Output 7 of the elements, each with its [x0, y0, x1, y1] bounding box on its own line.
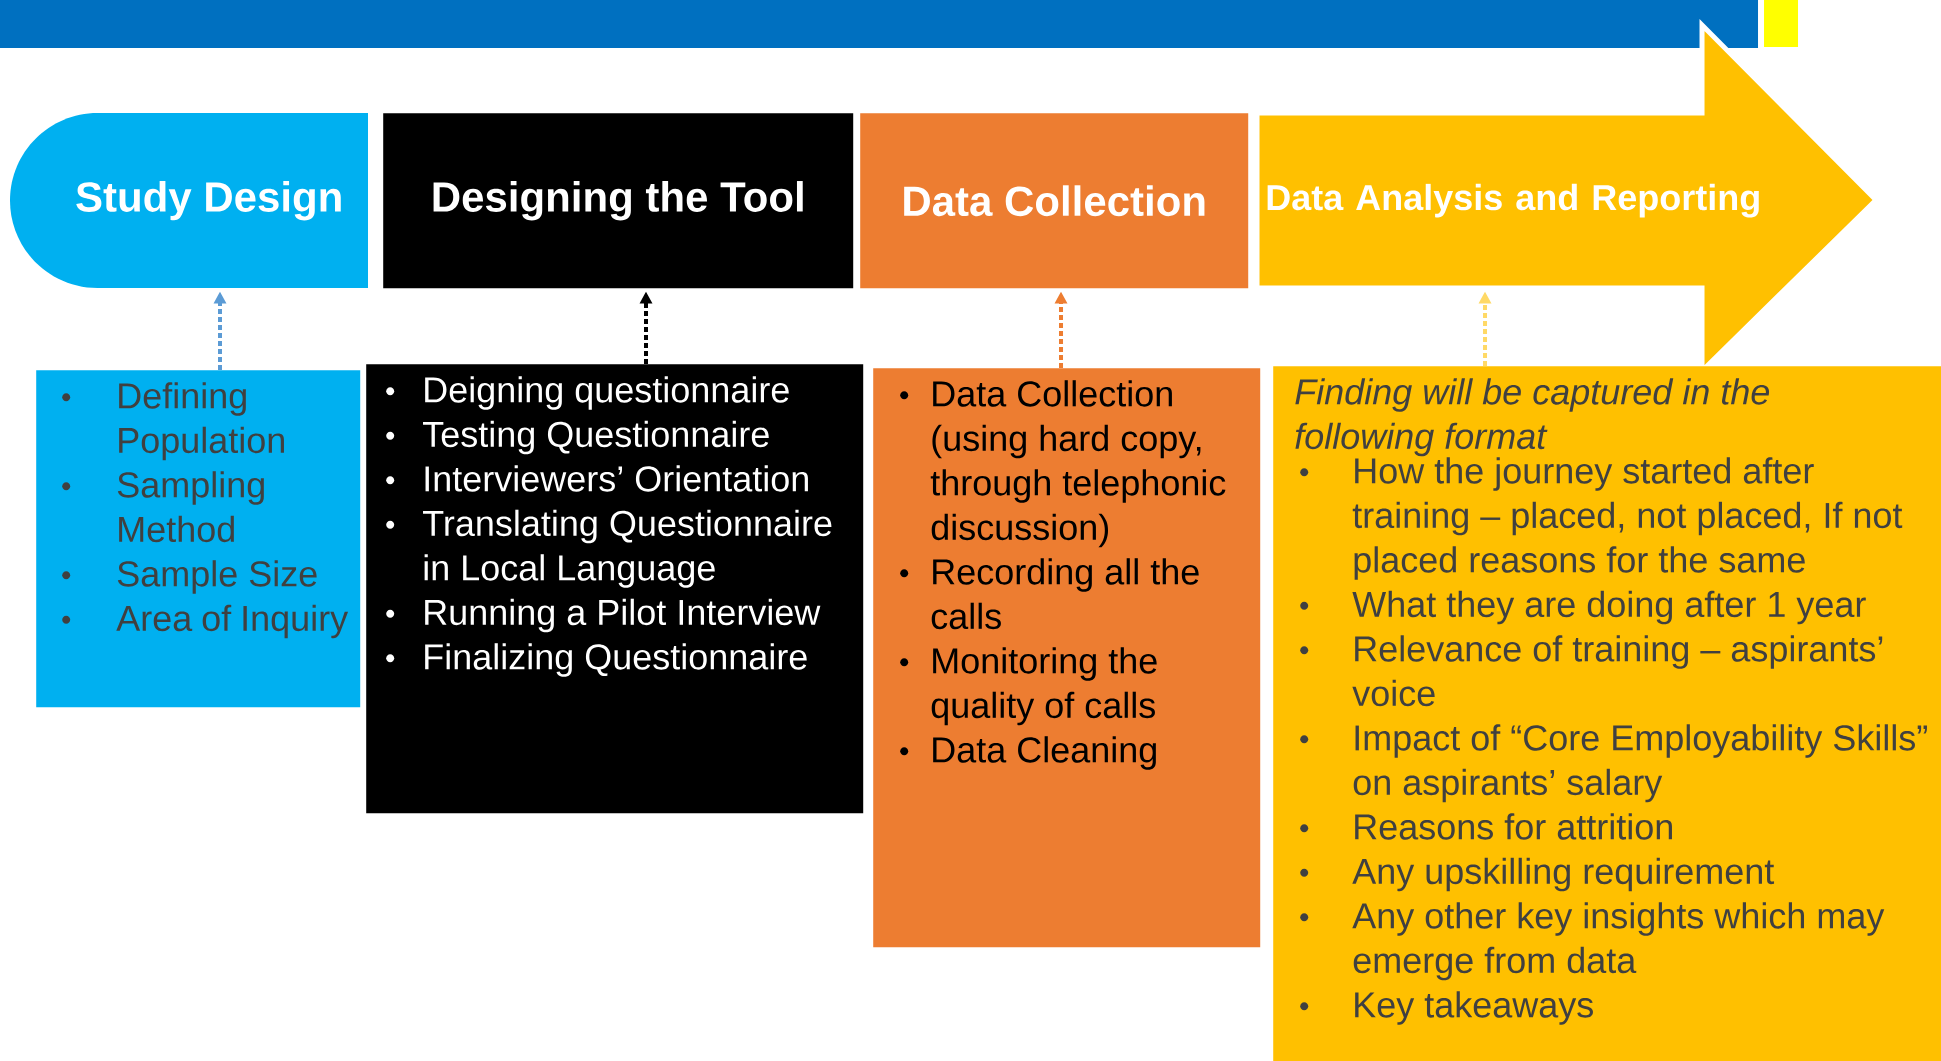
- process-box: Study Design: [10, 113, 368, 288]
- list-box: Deigning questionnaire Testing Questionnaire Interviewers’ Orientation Translating Questionnaire in Local Language Running a Pilot Interview Finalizing Questionnaire: [366, 364, 864, 814]
- list-box: Defining Population Sampling Method Sample Size Area of Inquiry: [36, 370, 361, 708]
- process-box: Data Collection: [860, 113, 1249, 289]
- process-box: Designing the Tool: [383, 113, 854, 289]
- list-box: Data Collection (using hard copy, through telephonic discussion) Recording all the calls Monitoring the quality of calls Data Cleaning: [873, 368, 1261, 948]
- list-box: Finding will be captured in the following format How the journey started after training – placed, not placed, If not placed reasons for the same What they are doing after 1 year Relevance of training – aspirants’ voice Impact of “Core Employability Skills” on aspirants’ salary Reasons for attrition Any upskilling requirement Any other key insights which may emerge from data Key takeaways: [1273, 366, 1941, 1061]
